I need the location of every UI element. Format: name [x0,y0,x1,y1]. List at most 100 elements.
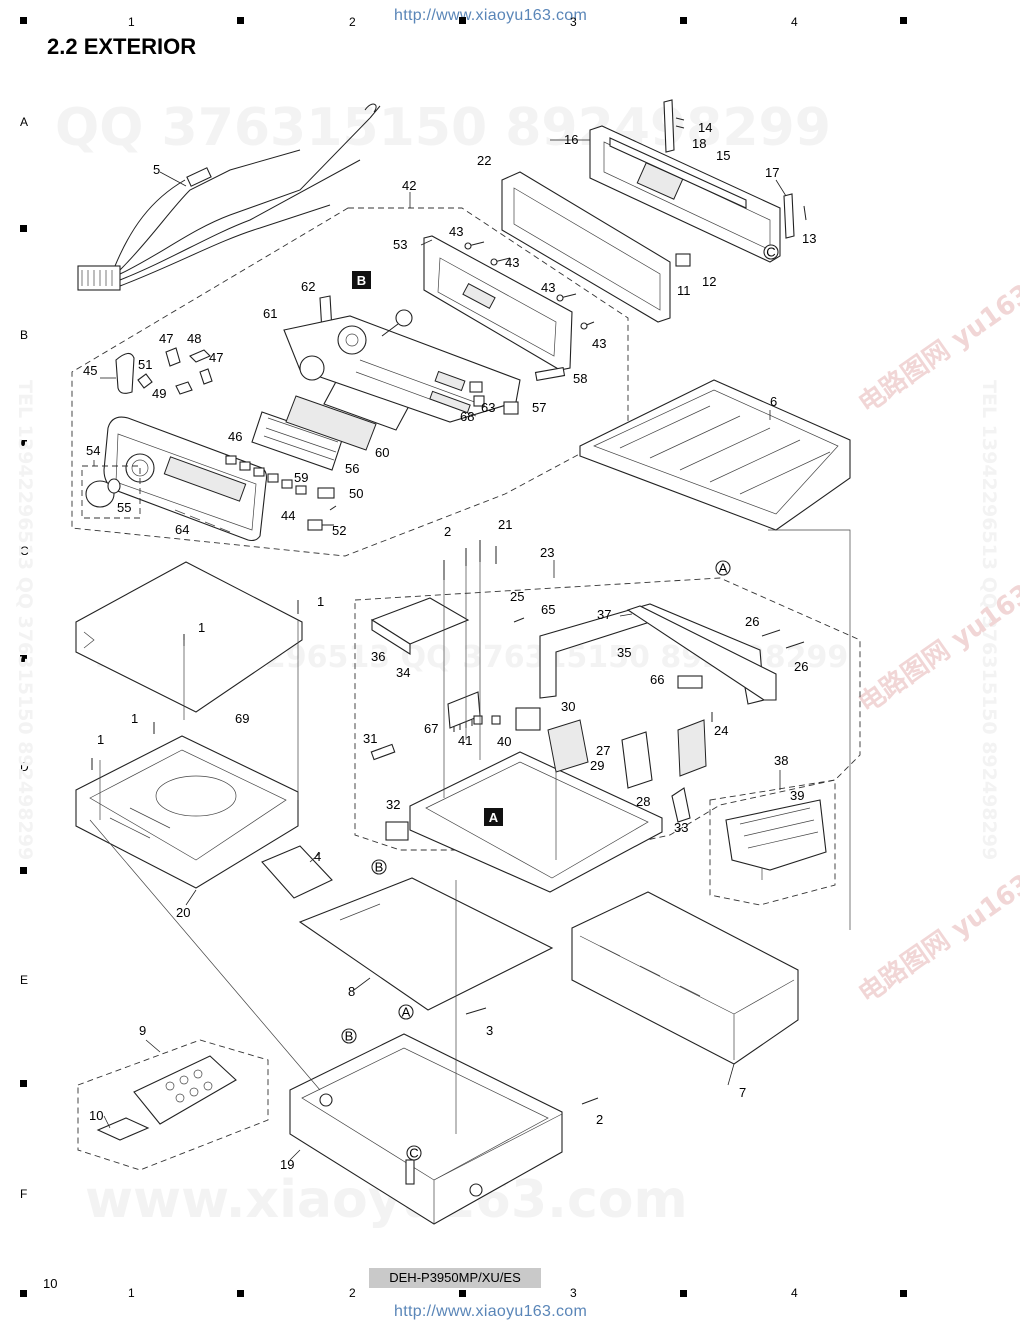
cd-mechanism-cover [75,561,303,713]
main-board [409,751,663,893]
svg-text:C: C [409,1146,418,1161]
header-url[interactable]: http://www.xiaoyu163.com [394,7,588,24]
part-label: 56 [345,461,359,476]
column-number: 1 [128,15,135,29]
chassis [289,1033,563,1225]
grid-marker [20,1080,27,1087]
column-number: 2 [349,15,356,29]
part-label: 3 [486,1023,493,1038]
column-number: 3 [570,1286,577,1300]
page-title: 2.2 EXTERIOR [47,34,197,59]
svg-text:A: A [489,810,499,825]
svg-text:A: A [402,1005,411,1020]
grid-marker [680,17,687,24]
part-label: 60 [375,445,389,460]
part-label: 14 [698,120,712,135]
part-label: 43 [449,224,463,239]
svg-text:B: B [357,273,366,288]
part-label: 40 [497,734,511,749]
svg-text:B: B [345,1029,354,1044]
model-number-badge: DEH-P3950MP/XU/ES [369,1268,541,1288]
part-label: 7 [739,1085,746,1100]
grid-marker [20,17,27,24]
part-label: 26 [794,659,808,674]
part-label: 57 [532,400,546,415]
part-label: 6 [770,394,777,409]
row-letter: C [20,544,29,558]
row-letter: D [20,760,29,774]
sub-board-group-outline [709,779,836,906]
mounting-sleeve [571,891,799,1065]
leader-lines [93,139,787,1161]
part-label: 53 [393,237,407,252]
part-label: 1 [131,711,138,726]
svg-text:C: C [766,245,775,260]
part-label: 47 [159,331,173,346]
part-label: 24 [714,723,728,738]
column-number: 3 [570,15,577,29]
part-label: 46 [228,429,242,444]
part-label: 27 [596,743,610,758]
part-label: 34 [396,665,410,680]
watermark-side-right: TEL 13942296513 QQ 376315150 892498299 [978,380,1000,861]
front-panel-group-outline [71,207,629,557]
grid-marker [20,225,27,232]
grid-marker [20,440,27,447]
part-label: 62 [301,279,315,294]
part-label: 63 [481,400,495,415]
main-board-group-outline [354,577,861,851]
release-button-parts [115,347,213,395]
watermark-qq: QQ 376315150 892498299 [55,98,831,158]
part-label: 20 [176,905,190,920]
wire-harness [77,103,381,291]
top-cover [579,379,851,531]
part-label: 52 [332,523,346,538]
callout-circle-c-top: C [763,244,779,260]
part-label: 4 [314,849,321,864]
part-label: 30 [561,699,575,714]
small-connectors [469,366,566,415]
sub-board [725,799,827,871]
callout-circle-b-low: B [341,1028,357,1044]
heat-sink-bracket [539,603,777,705]
part-label: 43 [541,280,555,295]
part-label: 37 [597,607,611,622]
part-label: 33 [674,820,688,835]
insulator-sheet [298,877,554,1011]
part-label: 45 [83,363,97,378]
part-label: 54 [86,443,100,458]
part-label: 1 [97,732,104,747]
grid-marker [20,655,27,662]
grid-marker [459,1290,466,1297]
part-label: 42 [402,178,416,193]
grid-marker [900,1290,907,1297]
battery-cover [96,1117,150,1141]
footer-url[interactable]: http://www.xiaoyu163.com [394,1303,588,1320]
part-label: 64 [175,522,189,537]
callout-circle-a-low: A [398,1004,414,1020]
grid-marker [459,17,466,24]
grid-marker [680,1290,687,1297]
part-label: 11 [677,283,691,298]
part-label: 29 [590,758,604,773]
column-number: 1 [128,1286,135,1300]
callout-circle-a-top: A [715,560,731,576]
part-label: 69 [235,711,249,726]
part-label: 31 [363,731,377,746]
part-label: 61 [263,306,277,321]
grid-marker [20,867,27,874]
part-label: 23 [540,545,554,560]
part-label: 36 [371,649,385,664]
cd-mechanism [75,735,299,889]
row-letter: B [20,328,29,342]
part-label: 21 [498,517,512,532]
row-letter: A [20,115,29,129]
part-label: 58 [573,371,587,386]
part-label: 44 [281,508,295,523]
part-label: 9 [139,1023,146,1038]
grid-marker [900,17,907,24]
part-label: 39 [790,788,804,803]
part-label: 67 [424,721,438,736]
part-label: 5 [153,162,160,177]
